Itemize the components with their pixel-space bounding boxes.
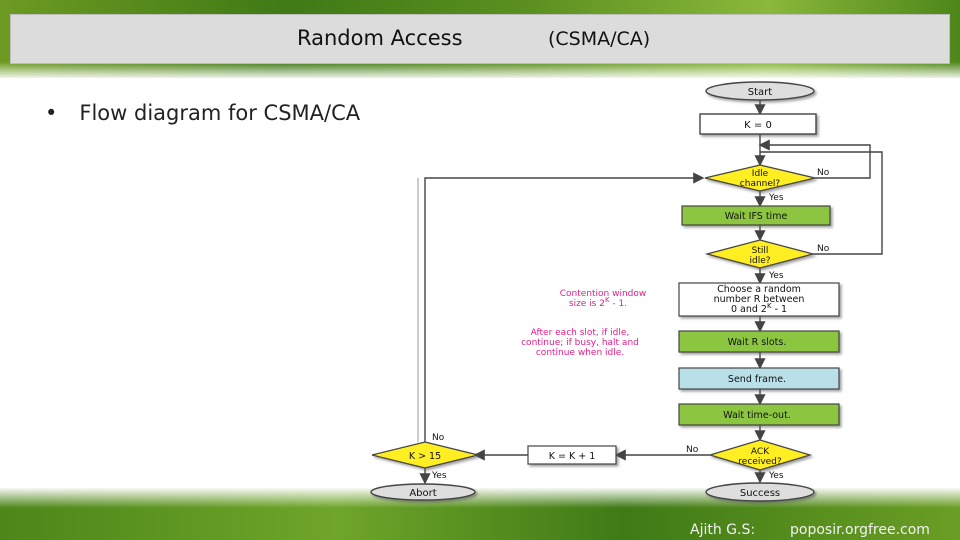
abort-label: Abort: [409, 488, 436, 499]
still-yes-label: Yes: [768, 271, 784, 281]
note-slot-line1: After each slot, if idle,: [531, 328, 630, 338]
increment-k-label: K = K + 1: [549, 451, 596, 462]
bullet-dot-icon: •: [45, 101, 58, 125]
wait-timeout-label: Wait time-out.: [723, 410, 791, 421]
note-contention-line1: Contention window: [560, 289, 647, 299]
choose-label-line3: 0 and 2K - 1: [731, 302, 787, 315]
footer-author: Ajith G.S:: [690, 522, 756, 538]
ack-label-line2: received?: [738, 457, 782, 467]
k-limit-label: K > 15: [409, 451, 441, 462]
ack-no-label: No: [686, 445, 699, 455]
k-limit-yes-label: Yes: [431, 471, 447, 481]
ack-received-decision: [707, 439, 813, 471]
slide-title: Random Access: [297, 26, 463, 50]
idle-label-line1: Idle: [752, 169, 769, 179]
still-no-label: No: [817, 244, 830, 254]
success-terminal: [705, 482, 815, 502]
wait-r-slots-box: [678, 330, 840, 353]
title-bar: [10, 14, 950, 64]
send-frame-box: [678, 367, 840, 390]
k-limit-decision: [371, 441, 479, 469]
choose-label-line2: number R between: [714, 294, 805, 305]
idle-channel-decision: [704, 164, 816, 192]
idle-no-label: No: [817, 168, 830, 178]
ack-yes-label: Yes: [768, 471, 784, 481]
note-slot-line2: continue; if busy, halt and: [521, 338, 639, 348]
slide-subtitle: (CSMA/CA): [548, 28, 651, 50]
choose-random-box: [678, 282, 840, 317]
bullet-item: • Flow diagram for CSMA/CA: [45, 101, 360, 125]
ack-label-line1: ACK: [751, 447, 770, 457]
wait-ifs-box: [681, 205, 831, 226]
wait-timeout-box: [678, 403, 840, 426]
start-label: Start: [748, 87, 773, 98]
wait-r-slots-label: Wait R slots.: [728, 337, 787, 348]
still-idle-decision: [704, 239, 816, 269]
init-k-box: [699, 113, 817, 135]
success-label: Success: [740, 488, 780, 499]
connector: [758, 139, 871, 179]
still-label-line1: Still: [752, 246, 769, 256]
footer-site-link[interactable]: poposir.orgfree.com: [790, 522, 930, 538]
wait-ifs-label: Wait IFS time: [725, 211, 788, 222]
abort-terminal: [370, 483, 476, 501]
send-frame-label: Send frame.: [728, 374, 786, 385]
flow-connectors: [417, 99, 883, 485]
increment-k-box: [527, 445, 617, 465]
connector: [424, 172, 705, 442]
init-k-label: K = 0: [744, 120, 772, 131]
k-limit-no-label: No: [432, 433, 445, 443]
idle-label-line2: channel?: [740, 179, 781, 189]
choose-label-line1: Choose a random: [717, 284, 801, 295]
note-contention-line2: size is 2K - 1.: [569, 296, 627, 309]
bullet-text: Flow diagram for CSMA/CA: [79, 101, 361, 125]
still-label-line2: idle?: [749, 256, 770, 266]
note-slot-line3: continue when idle.: [536, 348, 624, 358]
connector: [760, 151, 883, 255]
idle-yes-label: Yes: [768, 193, 784, 203]
start-terminal: [705, 81, 815, 101]
